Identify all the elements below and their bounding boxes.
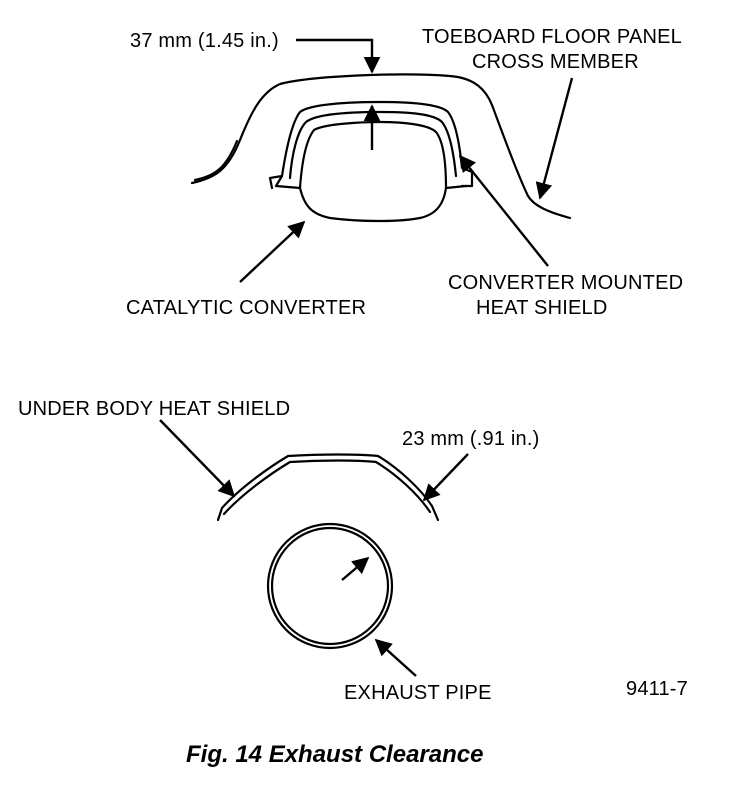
converter-heat-shield-outer [268, 100, 474, 190]
clearance-top-label: 37 mm (1.45 in.) [130, 30, 279, 52]
toeboard-cross-member-inner [193, 139, 239, 182]
under-body-heat-shield-shape [216, 453, 440, 522]
toeboard-label-line1: TOEBOARD FLOOR PANEL [422, 26, 682, 48]
catalytic-converter-body [274, 174, 468, 223]
clearance-bottom-arrow [341, 556, 370, 581]
converter-shield-label-line1: CONVERTER MOUNTED [448, 272, 683, 294]
catalytic-converter-top [298, 120, 448, 190]
converter-shield-leader [458, 154, 549, 267]
under-body-heat-shield-inner [222, 459, 432, 516]
catalytic-converter-leader [239, 220, 306, 283]
exhaust-pipe-leader [374, 638, 417, 677]
clearance-bottom-label: 23 mm (.91 in.) [402, 428, 539, 450]
toeboard-label-line2: CROSS MEMBER [472, 51, 639, 73]
figure-code: 9411-7 [626, 678, 688, 700]
catalytic-converter-label: CATALYTIC CONVERTER [126, 297, 366, 319]
exhaust-pipe-label: EXHAUST PIPE [344, 682, 492, 704]
converter-shield-label-line2: HEAT SHIELD [476, 297, 608, 319]
clearance-top-leader [296, 38, 381, 74]
figure-caption: Fig. 14 Exhaust Clearance [186, 741, 483, 768]
toeboard-cross-member-shape [190, 73, 572, 220]
exhaust-pipe-inner [270, 526, 390, 646]
toeboard-leader [535, 77, 574, 200]
clearance-bottom-leader [422, 453, 469, 502]
exhaust-pipe-outer [266, 522, 394, 650]
under-body-shield-label: UNDER BODY HEAT SHIELD [18, 398, 290, 420]
under-body-shield-leader [159, 419, 236, 498]
